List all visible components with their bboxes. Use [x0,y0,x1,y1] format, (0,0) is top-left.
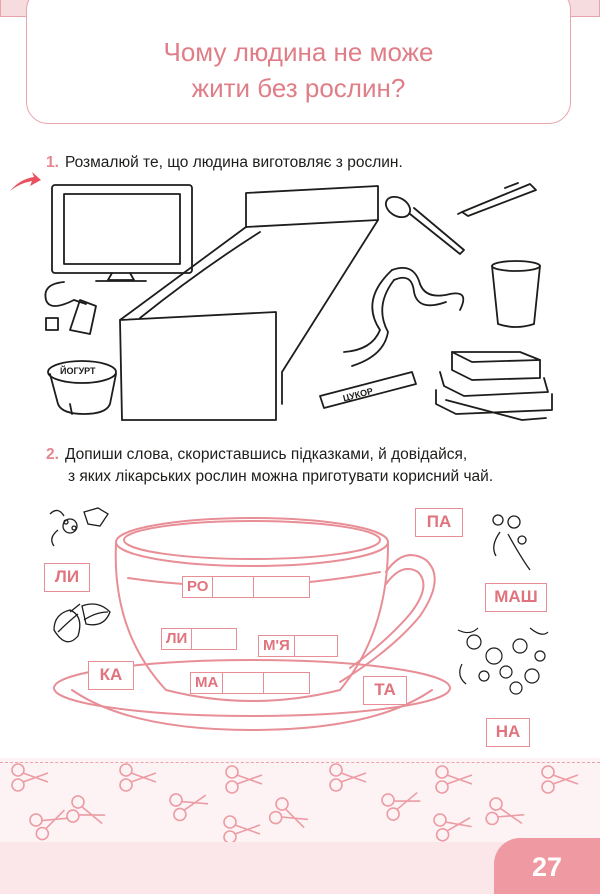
title-line-1: Чому людина не може [163,37,434,67]
slot-cell[interactable] [222,673,263,693]
slot-cell[interactable] [293,636,337,656]
hint-ta: ТА [363,676,407,705]
slot-cell[interactable] [191,629,236,649]
hint-pa: ПА [415,508,463,537]
slot-ma-prefix: МА [195,674,219,691]
task-2-line-1: 2. Допиши слова, скориставшись підказками… [46,444,493,466]
yogurt-icon [47,360,117,415]
task-2-instruction-2: з яких лікарських рослин можна приготува… [68,468,494,485]
task-2-instruction-1: Допиши слова, скориставшись підказками, … [64,446,468,463]
flower-sprig-icon [492,514,531,571]
task-1-instruction: Розмалюй те, що людина виготовляє з росл… [64,154,403,171]
books-icon [435,351,553,421]
hint-mash: МАШ [485,583,547,612]
header-box [26,0,571,124]
page-title: Чому людина не може жити без рослин? [26,34,571,106]
glass-icon [491,260,541,328]
pen-icon [457,182,537,217]
hint-na: НА [486,718,530,747]
slot-li[interactable]: ЛИ [161,628,237,650]
task-2-text: 2. Допиши слова, скориставшись підказками… [46,444,493,488]
hint-li: ЛИ [44,563,90,592]
tea-bag-icon [44,281,97,335]
hint-ka: КА [88,661,134,690]
spoon-icon [384,195,465,255]
slot-ro[interactable]: РО [182,576,310,598]
page-number: 27 [494,838,600,894]
slot-cell[interactable] [212,577,253,597]
slot-mya-prefix: М'Я [263,637,290,654]
sugar-icon [319,371,417,409]
monitor-icon [51,184,193,282]
lime-leaves-icon [53,603,111,643]
slot-li-prefix: ЛИ [166,630,188,647]
raspberry-icon [49,507,109,547]
task-1-number: 1. [46,154,59,171]
task-2-number: 2. [46,446,59,463]
slot-mya[interactable]: М'Я [258,635,338,657]
tea-cup-illustration [49,507,549,732]
task-1-text: 1. Розмалюй те, що людина виготовляє з ро… [46,152,403,174]
slot-ma[interactable]: МА [190,672,310,694]
chamomile-bouquet-icon [457,627,549,695]
title-line-2: жити без рослин? [191,73,406,103]
task-1-illustrations: ЙОГУРТ ЦУКОР [44,182,553,421]
slot-cell[interactable] [263,673,309,693]
slot-ro-prefix: РО [187,578,209,595]
arrow-icon [10,172,41,191]
cut-line-top [0,762,600,763]
slot-cell[interactable] [253,577,309,597]
bed-icon [119,185,379,421]
yogurt-label: ЙОГУРТ [60,365,96,376]
scarf-icon [343,266,465,367]
